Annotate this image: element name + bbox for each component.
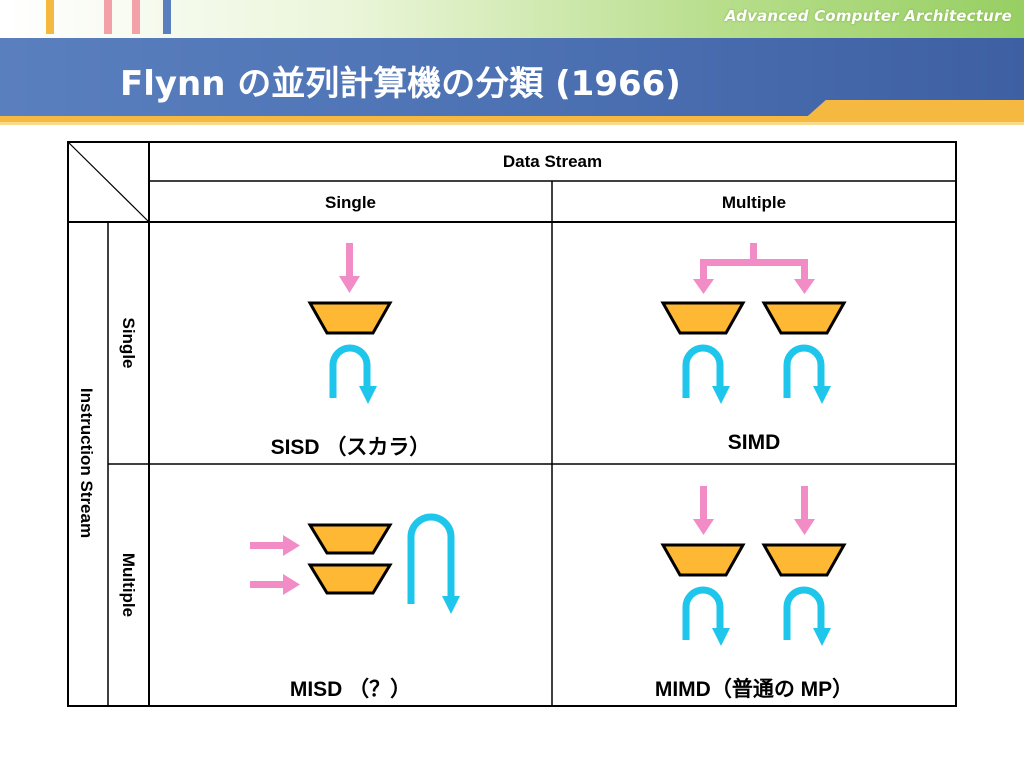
- title-underline-deco: [0, 100, 1024, 130]
- processor-icon: [660, 301, 746, 335]
- data-arrow-icon: [339, 243, 360, 293]
- table-grid-lines: [67, 141, 957, 707]
- data-branch-arrow-icon: [693, 243, 815, 294]
- instruction-loop-icon: [682, 344, 730, 404]
- column-header-multiple: Multiple: [721, 193, 787, 212]
- deco-tick-blue: [163, 0, 171, 34]
- data-arrow-icon: [794, 486, 815, 535]
- instruction-loop-icon: [407, 513, 460, 614]
- data-arrow-icon: [693, 486, 714, 535]
- processor-icon: [761, 543, 847, 577]
- brand-text: Advanced Computer Architecture: [724, 7, 1012, 25]
- data-arrow-icon: [250, 535, 300, 556]
- flynn-table: Data Stream Single Multiple Instruction …: [67, 141, 957, 707]
- deco-tick-pink: [132, 0, 140, 34]
- top-banner: Advanced Computer Architecture: [0, 0, 1024, 38]
- sisd-label: SISD （スカラ）: [270, 436, 431, 459]
- instruction-loop-icon: [783, 586, 831, 646]
- data-stream-header: Data Stream: [502, 152, 603, 171]
- misd-diagram: [250, 513, 460, 614]
- processor-icon: [307, 301, 393, 335]
- processor-icon: [307, 523, 393, 555]
- processor-icon: [761, 301, 847, 335]
- instruction-loop-icon: [329, 344, 377, 404]
- column-header-single: Single: [324, 193, 376, 212]
- data-arrow-icon: [250, 574, 300, 595]
- processor-icon: [660, 543, 746, 577]
- instruction-loop-icon: [682, 586, 730, 646]
- mimd-diagram: [660, 486, 847, 646]
- deco-tick-pink: [104, 0, 112, 34]
- deco-tick-orange: [46, 0, 54, 34]
- processor-icon: [307, 563, 393, 595]
- misd-label: MISD （？）: [289, 678, 412, 701]
- page-title: Flynn の並列計算機の分類 (1966): [120, 64, 681, 104]
- instruction-loop-icon: [783, 344, 831, 404]
- simd-diagram: [660, 243, 847, 404]
- mimd-label: MIMD（普通の MP）: [654, 678, 854, 701]
- simd-label: SIMD: [727, 431, 781, 454]
- sisd-diagram: [307, 243, 393, 404]
